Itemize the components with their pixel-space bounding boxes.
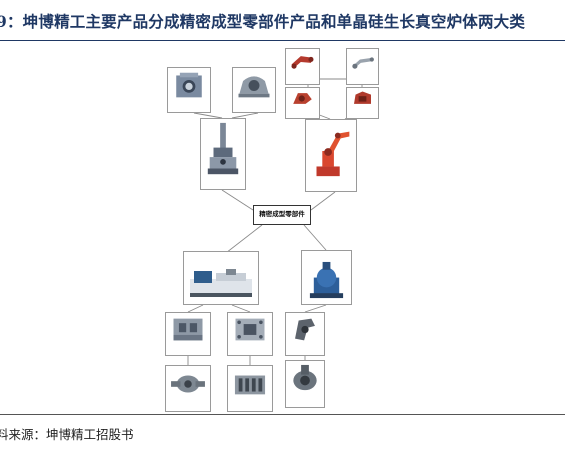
part-node-vertical-assembly <box>200 118 246 190</box>
part-node-link-rod <box>346 48 379 85</box>
link-rod-icon <box>352 57 374 69</box>
source-note: 料来源：坤博精工招股书 <box>0 427 134 442</box>
part-node-grate-plate <box>227 365 273 412</box>
figure-title: 9：坤博精工主要产品分成精密成型零部件产品和单晶硅生长真空炉体两大类 <box>0 12 526 31</box>
part-node-red-arm-1 <box>285 48 320 85</box>
valve-body-icon <box>295 318 315 341</box>
red-arm-icon <box>291 56 314 69</box>
part-node-industrial-robot <box>305 119 357 192</box>
pump-housing-icon <box>293 364 317 391</box>
bearing-seat-icon <box>238 76 270 98</box>
cross-joint-icon <box>171 375 205 393</box>
footer-divider <box>0 414 565 415</box>
center-node: 精密成型零部件 <box>253 205 311 225</box>
title-bar: 9：坤博精工主要产品分成精密成型零部件产品和单晶硅生长真空炉体两大类 <box>0 0 565 41</box>
part-node-frame-plate <box>227 312 273 356</box>
industrial-robot-icon <box>316 131 350 177</box>
part-node-valve-pump <box>301 250 352 305</box>
part-node-bearing-housing-2 <box>232 67 276 113</box>
part-node-pump-housing <box>285 360 325 408</box>
grate-plate-icon <box>234 375 266 395</box>
red-base-icon <box>354 91 371 104</box>
valve-pump-icon <box>309 261 344 299</box>
mold-block-icon <box>173 318 203 341</box>
red-joint-icon <box>293 93 312 104</box>
part-node-injection-machine <box>183 251 259 305</box>
part-node-cross-joint <box>165 365 211 412</box>
bearing-housing-icon <box>176 72 202 98</box>
part-node-red-arm-2 <box>285 87 320 119</box>
part-node-mold-block <box>165 312 211 356</box>
part-node-valve-body <box>285 312 325 356</box>
injection-machine-icon <box>190 269 252 297</box>
frame-plate-icon <box>235 318 265 341</box>
part-node-bearing-housing-1 <box>167 67 211 113</box>
vertical-assembly-icon <box>207 122 239 175</box>
part-node-red-base <box>346 87 379 119</box>
